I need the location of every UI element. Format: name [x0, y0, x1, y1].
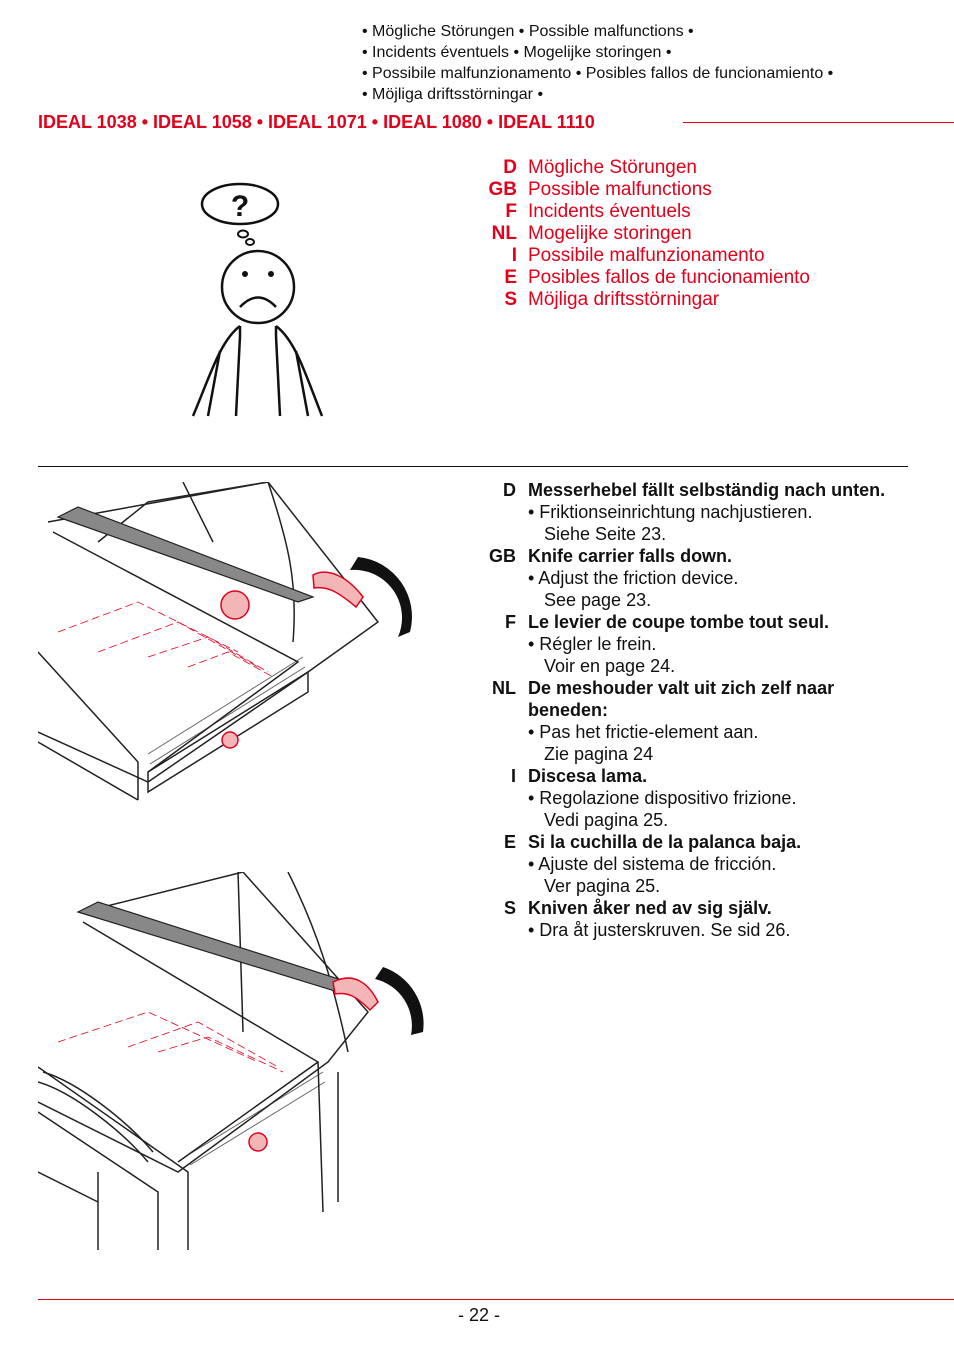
problem-heading: Discesa lama.: [528, 766, 648, 786]
instruction-entry: S Kniven åker ned av sig själv. • Dra åt…: [478, 897, 898, 941]
language-title: Possible malfunctions: [528, 179, 712, 200]
remedy-text: • Regolazione dispositivo frizione.: [528, 788, 797, 808]
language-row: NL Mogelijke storingen: [480, 223, 810, 245]
remedy-text: • Régler le frein.: [528, 634, 657, 654]
header-line: • Possibile malfunzionamento • Posibles …: [362, 65, 834, 82]
language-title: Possibile malfunzionamento: [528, 245, 765, 266]
language-code: F: [505, 612, 516, 632]
language-code: I: [511, 245, 517, 266]
language-code: GB: [489, 546, 516, 566]
rotation-arrow-icon: [375, 967, 424, 1035]
language-code: D: [503, 480, 516, 500]
paper-cutter-figure-bottom: [38, 872, 424, 1250]
instructions-list: D Messerhebel fällt selbständig nach unt…: [478, 479, 898, 941]
thought-dot-icon: [237, 229, 249, 239]
language-code: I: [510, 766, 516, 786]
problem-heading: Kniven åker ned av sig själv.: [528, 898, 772, 918]
language-row: D Mögliche Störungen: [480, 157, 810, 179]
header-line: • Mögliche Störungen • Possible malfunct…: [362, 23, 694, 40]
confused-person-illustration: ?: [191, 182, 324, 417]
paper-cutter-figure-top: [38, 482, 412, 801]
language-row: GB Possible malfunctions: [480, 179, 810, 201]
page-reference: Ver pagina 25.: [544, 876, 661, 896]
page-number: - 22 -: [458, 1305, 501, 1325]
language-title: Posibles fallos de funcionamiento: [528, 267, 811, 288]
instruction-entry: I Discesa lama. • Regolazione dispositiv…: [478, 765, 898, 831]
lever-handle-icon: [332, 977, 379, 1012]
header-line: • Incidents éventuels • Mogelijke storin…: [362, 44, 672, 61]
instruction-entry: GB Knife carrier falls down. • Adjust th…: [478, 545, 898, 611]
language-code: S: [503, 898, 516, 918]
language-code: GB: [488, 179, 518, 200]
section-divider: [38, 466, 908, 467]
adjust-knob-icon: [248, 1132, 268, 1152]
remedy-text: • Ajuste del sistema de fricción.: [528, 854, 777, 874]
header-line: • Möjliga driftsstörningar •: [362, 86, 544, 103]
rotation-arrow-icon: [350, 557, 412, 637]
language-title: Möjliga driftsstörningar: [528, 289, 720, 310]
models-title: IDEAL 1038 • IDEAL 1058 • IDEAL 1071 • I…: [38, 112, 595, 132]
language-row: S Möjliga driftsstörningar: [480, 289, 810, 311]
question-mark: ?: [231, 190, 249, 223]
thought-dot-icon: [245, 238, 255, 246]
page-reference: Vedi pagina 25.: [544, 810, 669, 830]
problem-heading: Le levier de coupe tombe tout seul.: [528, 612, 830, 632]
adjust-knob-icon: [220, 590, 250, 620]
page-reference: See page 23.: [544, 590, 652, 610]
language-code: F: [505, 201, 517, 222]
language-title: Mögliche Störungen: [528, 157, 697, 178]
footer-divider: [38, 1299, 954, 1300]
title-divider: [683, 122, 954, 123]
problem-heading: De meshouder valt uit zich zelf naar ben…: [528, 678, 835, 720]
language-title: Incidents éventuels: [528, 201, 691, 222]
instruction-entry: E Si la cuchilla de la palanca baja. • A…: [478, 831, 898, 897]
language-code: E: [503, 832, 516, 852]
problem-heading: Si la cuchilla de la palanca baja.: [528, 832, 802, 852]
remedy-text: • Adjust the friction device.: [528, 568, 739, 588]
remedy-text: • Dra åt justerskruven. Se sid 26.: [528, 920, 791, 940]
remedy-text: • Friktionseinrichtung nachjustieren.: [528, 502, 813, 522]
page-reference: Siehe Seite 23.: [544, 524, 667, 544]
instruction-entry: F Le levier de coupe tombe tout seul. • …: [478, 611, 898, 677]
language-code: S: [504, 289, 517, 310]
page-reference: Zie pagina 24: [544, 744, 654, 764]
page-reference: Voir en page 24.: [544, 656, 676, 676]
instruction-entry: NL De meshouder valt uit zich zelf naar …: [478, 677, 898, 765]
language-code: NL: [491, 223, 517, 244]
instruction-entry: D Messerhebel fällt selbständig nach unt…: [478, 479, 898, 545]
lever-handle-icon: [312, 571, 364, 609]
problem-heading: Messerhebel fällt selbständig nach unten…: [528, 480, 886, 500]
language-code: NL: [492, 678, 516, 698]
language-list: D Mögliche Störungen GB Possible malfuncti…: [480, 157, 811, 311]
language-row: E Posibles fallos de funcionamiento: [480, 267, 810, 289]
sad-face-icon: [220, 249, 296, 325]
language-title: Mogelijke storingen: [528, 223, 692, 244]
remedy-text: • Pas het frictie-element aan.: [528, 722, 759, 742]
language-row: I Possibile malfunzionamento: [480, 245, 810, 267]
thought-bubble-icon: [200, 182, 280, 226]
problem-heading: Knife carrier falls down.: [528, 546, 733, 566]
language-row: F Incidents éventuels: [480, 201, 810, 223]
language-code: E: [504, 267, 517, 288]
language-code: D: [503, 157, 517, 178]
header-language-list: • Mögliche Störungen • Possible malfunct…: [362, 21, 833, 105]
